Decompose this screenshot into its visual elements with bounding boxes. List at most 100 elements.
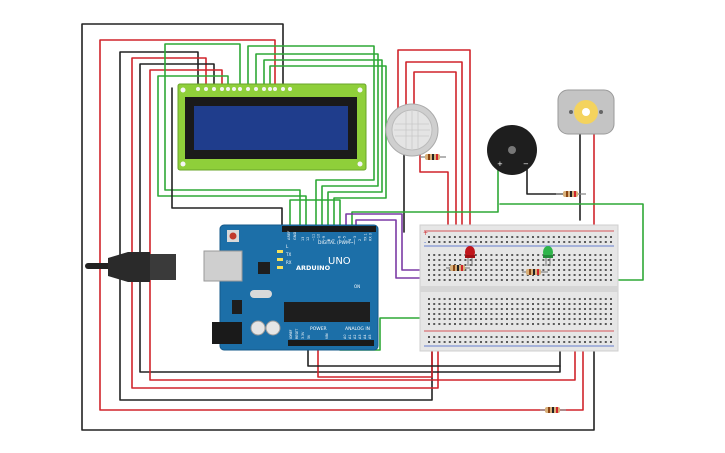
breadboard-hole	[584, 313, 586, 315]
breadboard-hole	[578, 274, 581, 276]
wire-red-lcd-1[interactable]	[131, 57, 439, 389]
breadboard-hole	[584, 336, 586, 338]
analog-pin-label: A2	[353, 335, 357, 339]
wire-red-gas-1[interactable]	[397, 49, 471, 241]
wire-red-5v[interactable]	[317, 329, 433, 378]
breadboard-hole	[573, 323, 576, 325]
breadboard-hole	[532, 279, 534, 281]
breadboard-hole	[537, 323, 540, 325]
breadboard-hole	[604, 341, 607, 343]
breadboard-hole	[500, 298, 503, 300]
breadboard-hole	[443, 308, 446, 310]
breadboard-hole	[511, 341, 514, 343]
wire-black-buzzer[interactable]	[526, 167, 567, 195]
wire-red-gas-4[interactable]	[419, 147, 449, 241]
wire-green-analog[interactable]	[351, 169, 499, 229]
wire-red-outer[interactable]	[99, 39, 584, 411]
wire-black-outer[interactable]	[81, 23, 595, 431]
resistor-buzzer[interactable]	[556, 191, 586, 197]
breadboard-hole	[516, 274, 519, 276]
breadboard-hole	[448, 259, 451, 261]
breadboard-hole	[428, 323, 430, 325]
breadboard-hole	[506, 298, 508, 300]
breadboard-hole	[599, 254, 602, 256]
breadboard-hole	[459, 336, 462, 338]
resistor-led-green[interactable]	[522, 269, 548, 275]
breadboard-hole	[542, 341, 545, 343]
breadboard-hole	[563, 264, 566, 266]
breadboard-hole	[495, 269, 498, 271]
breadboard-hole	[506, 279, 508, 281]
on-label: ON	[354, 284, 360, 289]
breadboard-hole	[537, 336, 540, 338]
led-red[interactable]	[465, 246, 475, 266]
breadboard-hole	[547, 269, 550, 271]
breadboard-hole	[526, 341, 529, 343]
breadboard-hole	[464, 308, 467, 310]
breadboard-hole	[516, 298, 519, 300]
breadboard-hole	[594, 279, 597, 281]
breadboard-hole	[480, 341, 482, 343]
wire-green-lcd-3[interactable]	[255, 53, 379, 229]
breadboard-hole	[490, 254, 493, 256]
breadboard-hole	[495, 259, 498, 261]
lcd-display[interactable]	[177, 83, 367, 171]
wire-red-lcd-2[interactable]	[149, 69, 576, 381]
resistor-gas[interactable]	[420, 154, 446, 160]
breadboard-hole	[459, 308, 462, 310]
breadboard-hole	[594, 254, 597, 256]
wire-green-lcd-4[interactable]	[263, 59, 383, 229]
breadboard-hole	[604, 308, 607, 310]
breadboard-hole	[490, 298, 493, 300]
wire-green-lcd-7[interactable]	[289, 199, 341, 229]
wire-green-lcd-6[interactable]	[157, 75, 307, 229]
breadboard-hole	[469, 308, 472, 310]
breadboard-hole	[532, 336, 534, 338]
breadboard-hole	[537, 259, 540, 261]
breadboard-hole	[532, 298, 534, 300]
breadboard-hole	[521, 259, 524, 261]
breadboard-hole	[558, 318, 560, 320]
breadboard-hole	[526, 308, 529, 310]
breadboard-hole	[511, 264, 514, 266]
breadboard-hole	[506, 236, 508, 238]
breadboard-hole	[490, 241, 493, 243]
breadboard-hole	[485, 318, 488, 320]
wire-red-gas-3[interactable]	[413, 71, 457, 233]
arduino-uno[interactable]: ARDUINO UNO DIGITAL (PWM~) POWER ANALOG …	[203, 224, 379, 351]
breadboard-hole	[521, 308, 524, 310]
breadboard-hole	[485, 269, 488, 271]
breadboard-hole	[526, 336, 529, 338]
breadboard-hole	[558, 279, 560, 281]
breadboard-hole	[547, 341, 550, 343]
breadboard-hole	[578, 318, 581, 320]
breadboard-hole	[604, 241, 607, 243]
breadboard-hole	[495, 298, 498, 300]
resistor-led-red[interactable]	[446, 265, 470, 271]
breadboard-hole	[589, 274, 592, 276]
breadboard-hole	[469, 274, 472, 276]
breadboard-hole	[589, 308, 592, 310]
board-model: UNO	[328, 256, 351, 267]
wire-green-right[interactable]	[499, 203, 644, 281]
tx-label: TX	[285, 252, 291, 257]
breadboard-hole	[428, 336, 430, 338]
wire-black-lcd-gnd[interactable]	[171, 87, 283, 229]
wire-red-gas-2[interactable]	[405, 61, 463, 241]
breadboard-hole	[573, 298, 576, 300]
piezo-buzzer[interactable]: + −	[487, 125, 537, 175]
wire-green-lcd-2[interactable]	[247, 45, 375, 229]
breadboard[interactable]: + -	[419, 224, 619, 352]
resistor-bottom[interactable]	[540, 407, 566, 413]
breadboard-hole	[610, 254, 612, 256]
breadboard-hole	[464, 264, 467, 266]
breadboard-hole	[480, 269, 482, 271]
led-green[interactable]	[543, 246, 553, 266]
wire-purple-2[interactable]	[355, 219, 451, 279]
dc-motor[interactable]	[557, 89, 615, 135]
gas-sensor[interactable]	[385, 103, 439, 157]
breadboard-hole	[495, 254, 498, 256]
wire-black-lcd-2[interactable]	[139, 63, 561, 373]
breadboard-hole	[589, 303, 592, 305]
breadboard-hole	[558, 264, 560, 266]
